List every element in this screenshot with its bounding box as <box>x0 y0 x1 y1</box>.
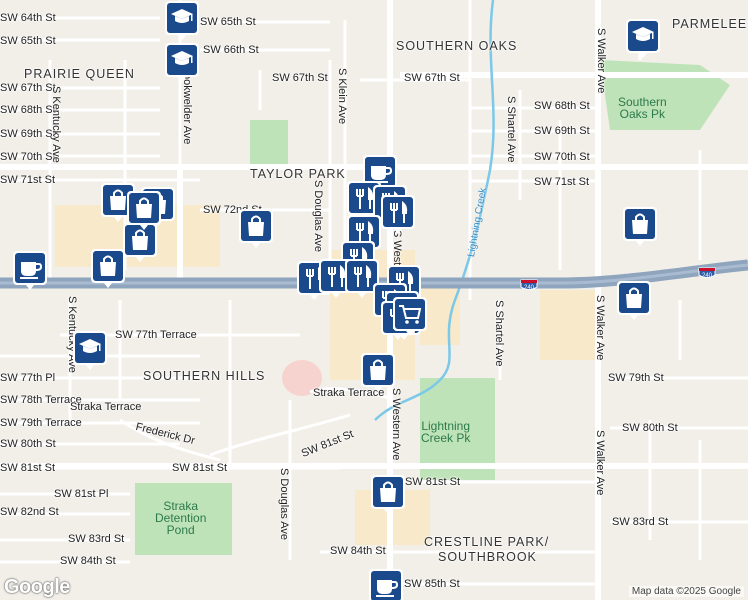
street-label: SW 65th St <box>0 35 56 47</box>
street-label: Straka Terrace <box>313 387 385 399</box>
coffee-cup-icon[interactable] <box>368 568 404 600</box>
street-label: SW 81st St <box>172 462 228 474</box>
interstate-shield-icon: 240 <box>520 278 538 291</box>
street-label: SW 71st St <box>534 176 590 188</box>
street-label: S Klein Ave <box>336 68 348 125</box>
restaurant-icon[interactable] <box>380 194 416 234</box>
area-label: SOUTHERN HILLS <box>143 369 266 383</box>
street-label: S Douglas Ave <box>312 180 324 252</box>
school-icon[interactable] <box>164 42 200 82</box>
restaurant-icon[interactable] <box>318 258 354 298</box>
area-label: CRESTLINE PARK/ <box>424 535 550 549</box>
street-label: SW 67th St <box>404 72 460 84</box>
street-label: S Shartel Ave <box>493 300 505 367</box>
school-icon[interactable] <box>164 0 200 40</box>
street-label: SW 80th St <box>622 422 678 434</box>
interstate-shield-icon: 240 <box>698 266 716 279</box>
street-label: S Walker Ave <box>594 295 606 361</box>
street-label: Straka Terrace <box>70 401 142 413</box>
street-label: SW 78th Terrace <box>0 394 82 406</box>
street-label: SW 80th St <box>0 438 56 450</box>
street-label: SW 82nd St <box>0 506 59 518</box>
area-label: PRAIRIE QUEEN <box>24 67 135 81</box>
school-icon[interactable] <box>72 330 108 370</box>
shopping-bag-icon[interactable] <box>238 208 274 248</box>
area-label: SOUTHBROOK <box>438 550 537 564</box>
coffee-cup-icon[interactable] <box>362 154 398 194</box>
park-label: Lightning Creek Pk <box>421 419 471 445</box>
street-label: SW 81st Pl <box>54 488 109 500</box>
street-label: SW 77th Terrace <box>115 329 197 341</box>
street-label: S Western Ave <box>390 388 402 461</box>
street-label: SW 81st St <box>0 462 56 474</box>
shopping-bag-icon[interactable] <box>616 280 652 320</box>
street-label: SW 84th St <box>60 555 116 567</box>
street-label: S Douglas Ave <box>278 468 290 540</box>
school-icon[interactable] <box>625 18 661 58</box>
grocery-cart-icon[interactable] <box>392 296 428 336</box>
svg-text:240: 240 <box>702 273 713 279</box>
street-label: SW 66th St <box>203 44 259 56</box>
street-label: SW 68th St <box>0 104 56 116</box>
park-label: Straka Detention Pond <box>155 499 207 537</box>
street-label: SW 70th St <box>534 151 590 163</box>
shopping-bag-icon[interactable] <box>90 248 126 288</box>
street-label: SW 67th St <box>0 82 56 94</box>
svg-text:240: 240 <box>524 285 535 291</box>
park-label: Southern Oaks Pk <box>618 95 667 121</box>
coffee-cup-icon[interactable] <box>12 250 48 290</box>
shopping-bag-icon[interactable] <box>622 206 658 246</box>
street-label: S Walker Ave <box>595 28 607 94</box>
street-label: SW 83rd St <box>68 533 125 545</box>
area-label: PARMELEE <box>672 17 748 31</box>
shopping-bag-icon[interactable] <box>360 352 396 392</box>
street-label: SW 69th St <box>0 128 56 140</box>
area-label: TAYLOR PARK <box>250 167 346 181</box>
street-label: SW 64th St <box>0 12 56 24</box>
street-label: SW 84th St <box>330 545 386 557</box>
street-label: S Kentucky Ave <box>50 86 62 163</box>
street-label: SW 83rd St <box>612 516 669 528</box>
restaurant-icon[interactable] <box>346 214 382 254</box>
area-label: SOUTHERN OAKS <box>396 39 518 53</box>
shopping-bag-icon[interactable] <box>122 222 158 262</box>
google-logo: Google <box>4 576 70 598</box>
street-label: SW 65th St <box>200 16 256 28</box>
street-label: SW 81st St <box>405 476 461 488</box>
street-label: SW 79th St <box>608 372 664 384</box>
street-label: SW 71st St <box>0 174 56 186</box>
shopping-bag-icon[interactable] <box>126 190 162 230</box>
street-label: SW 67th St <box>272 72 328 84</box>
street-label: SW 70th St <box>0 151 56 163</box>
shopping-bag-icon[interactable] <box>100 182 136 222</box>
restaurant-icon[interactable] <box>344 258 380 298</box>
map-attribution[interactable]: Map data ©2025 Google <box>628 586 744 597</box>
street-label: SW 77th Pl <box>0 372 56 384</box>
street-label: SW 69th St <box>534 125 590 137</box>
street-label: S Walker Ave <box>594 430 606 496</box>
street-label: S Shartel Ave <box>505 96 517 163</box>
street-label: SW 68th St <box>534 100 590 112</box>
shopping-bag-icon[interactable] <box>370 474 406 514</box>
street-label: SW 79th Terrace <box>0 417 82 429</box>
street-label: SW 85th St <box>404 578 460 590</box>
